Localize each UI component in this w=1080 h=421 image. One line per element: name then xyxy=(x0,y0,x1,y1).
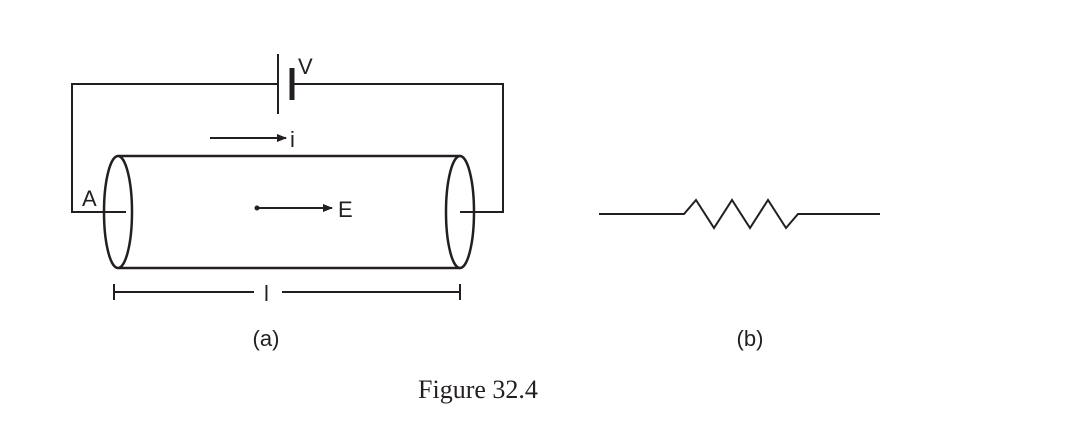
battery-label: V xyxy=(298,54,313,79)
figure-caption: Figure 32.4 xyxy=(418,375,538,404)
field-label: E xyxy=(338,197,353,222)
circuit-wire-right xyxy=(292,83,504,213)
length-dimension xyxy=(113,284,461,300)
conductor-cylinder xyxy=(102,154,476,270)
current-label: i xyxy=(290,127,295,152)
area-label: A xyxy=(82,186,97,211)
battery-icon xyxy=(277,54,295,114)
panel-a-circuit: V i A E l (a) xyxy=(71,54,504,351)
panel-b-resistor: (b) xyxy=(599,198,880,351)
panel-a-label: (a) xyxy=(253,326,280,351)
resistor-symbol-icon xyxy=(599,198,880,230)
circuit-wire-left xyxy=(71,83,278,213)
length-label: l xyxy=(264,281,269,306)
panel-b-label: (b) xyxy=(737,326,764,351)
